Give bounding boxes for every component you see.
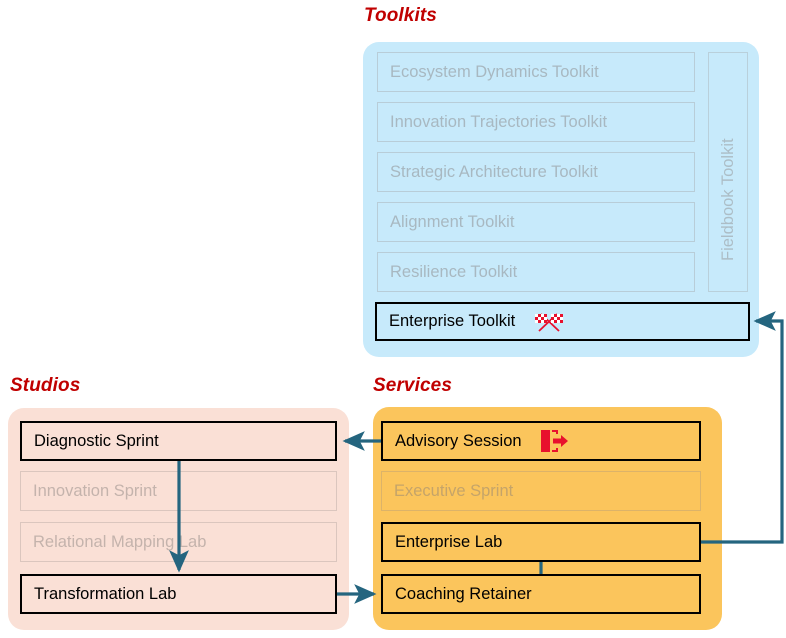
row-label: Enterprise Toolkit — [389, 312, 516, 331]
toolkit-row-fieldbook-vertical[interactable]: Fieldbook Toolkit — [708, 52, 748, 292]
toolkit-row-enterprise[interactable]: Enterprise Toolkit — [375, 302, 750, 341]
row-label: Diagnostic Sprint — [34, 431, 159, 450]
row-label: Executive Sprint — [394, 481, 514, 500]
toolkit-row-alignment[interactable]: Alignment Toolkit — [377, 202, 695, 242]
studio-row-diagnostic-sprint[interactable]: Diagnostic Sprint — [20, 421, 337, 461]
row-label: Strategic Architecture Toolkit — [390, 162, 598, 181]
section-title-toolkits: Toolkits — [364, 5, 437, 26]
studio-row-transformation-lab[interactable]: Transformation Lab — [20, 574, 337, 614]
row-label: Enterprise Lab — [395, 532, 503, 551]
row-label: Coaching Retainer — [395, 584, 532, 603]
row-label: Innovation Trajectories Toolkit — [390, 112, 608, 131]
row-label: Ecosystem Dynamics Toolkit — [390, 62, 599, 81]
service-row-coaching-retainer[interactable]: Coaching Retainer — [381, 574, 701, 614]
row-label: Advisory Session — [395, 431, 522, 450]
service-row-enterprise-lab[interactable]: Enterprise Lab — [381, 522, 701, 562]
toolkit-row-resilience[interactable]: Resilience Toolkit — [377, 252, 695, 292]
door-exit-arrow-icon — [540, 429, 570, 453]
row-label: Resilience Toolkit — [390, 262, 518, 281]
toolkit-row-strategic-architecture[interactable]: Strategic Architecture Toolkit — [377, 152, 695, 192]
section-title-services: Services — [373, 375, 452, 396]
service-row-advisory-session[interactable]: Advisory Session — [381, 421, 701, 461]
panel-toolkits — [363, 42, 759, 357]
toolkit-row-innovation-trajectories[interactable]: Innovation Trajectories Toolkit — [377, 102, 695, 142]
service-row-executive-sprint[interactable]: Executive Sprint — [381, 471, 701, 511]
section-title-studios: Studios — [10, 375, 81, 396]
studio-row-innovation-sprint[interactable]: Innovation Sprint — [20, 471, 337, 511]
row-label: Alignment Toolkit — [390, 212, 515, 231]
toolkit-row-ecosystem-dynamics[interactable]: Ecosystem Dynamics Toolkit — [377, 52, 695, 92]
row-label: Relational Mapping Lab — [33, 532, 207, 551]
row-label: Fieldbook Toolkit — [718, 137, 737, 261]
crossed-racing-flags-icon — [533, 311, 565, 333]
row-label: Innovation Sprint — [33, 481, 157, 500]
row-label: Transformation Lab — [34, 584, 177, 603]
studio-row-relational-mapping-lab[interactable]: Relational Mapping Lab — [20, 522, 337, 562]
